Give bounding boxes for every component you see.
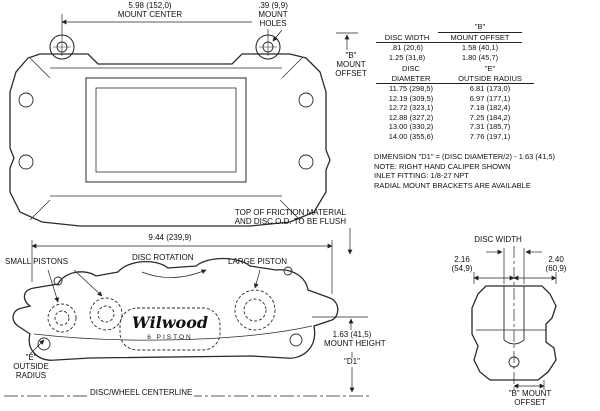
e-radius-table: DISC "E" DIAMETER OUTSIDE RADIUS 11.75 (… bbox=[376, 64, 534, 141]
table-row: 14.00 (355,6) 7.76 (197,1) bbox=[376, 132, 534, 142]
note-line: RADIAL MOUNT BRACKETS ARE AVAILABLE bbox=[374, 180, 531, 190]
end-view-drawing bbox=[471, 285, 557, 381]
col-diameter: DIAMETER bbox=[376, 74, 446, 84]
wilwood-logo: Wilwood bbox=[131, 313, 209, 332]
cell: 1.25 (31,8) bbox=[388, 52, 426, 62]
cell: 1.80 (45,7) bbox=[461, 52, 499, 62]
table-row: DISC "E" bbox=[376, 64, 534, 74]
table-row: 11.75 (298,5) 6.81 (173,0) bbox=[376, 84, 534, 94]
notes-block: DIMENSION "D1" = (DISC DIAMETER/2) - 1.6… bbox=[374, 152, 555, 190]
col-mount-offset: MOUNT OFFSET bbox=[438, 33, 522, 43]
cell: 11.75 (298,5) bbox=[388, 84, 434, 93]
b-offset-label-3: OFFSET bbox=[335, 69, 367, 78]
left-offset-dim-mm: (54,9) bbox=[451, 264, 473, 273]
e-radius-label-2: OUTSIDE bbox=[13, 362, 49, 371]
b-offset-label-1: "B" bbox=[345, 51, 357, 60]
centerline-label: DISC/WHEEL CENTERLINE bbox=[88, 388, 195, 398]
cell: 7.31 (185,7) bbox=[469, 122, 511, 131]
b-table-title: "B" bbox=[438, 22, 522, 33]
mount-holes-label-2: HOLES bbox=[252, 19, 294, 29]
mount-holes-label-1: MOUNT bbox=[252, 10, 294, 20]
side-view-drawing bbox=[12, 257, 339, 361]
large-piston-label: LARGE PISTON bbox=[228, 257, 287, 266]
cell: 1.58 (40,1) bbox=[461, 43, 499, 52]
table-row: 12.72 (323,1) 7.18 (182,4) bbox=[376, 103, 534, 113]
note-line: INLET FITTING: 1/8-27 NPT bbox=[374, 171, 469, 181]
d1-label: "D1" bbox=[330, 357, 374, 367]
mount-height-label: MOUNT HEIGHT bbox=[322, 339, 386, 349]
mount-height-dim: 1.63 (41,5) bbox=[326, 330, 378, 340]
cell: 7.18 (182,4) bbox=[469, 103, 511, 112]
wilwood-logo-sub: 6 PISTON bbox=[147, 334, 193, 341]
cell: 12.19 (309,5) bbox=[388, 93, 434, 103]
col-disc: DISC bbox=[402, 64, 420, 73]
note-line: DIMENSION "D1" = (DISC DIAMETER/2) - 1.6… bbox=[374, 152, 555, 161]
left-offset-dim: 2.16 bbox=[454, 255, 470, 264]
col-outside-radius: OUTSIDE RADIUS bbox=[446, 74, 534, 84]
cell: 6.97 (177,1) bbox=[469, 93, 511, 103]
table-row: "B" bbox=[376, 22, 522, 33]
table-row: 12.88 (327,2) 7.25 (184,2) bbox=[376, 113, 534, 123]
right-offset-dim: 2.40 bbox=[548, 255, 564, 264]
b-offset-table: "B" DISC WIDTH MOUNT OFFSET .81 (20,6) 1… bbox=[376, 22, 522, 62]
e-radius-label-3: RADIUS bbox=[15, 371, 47, 380]
mount-center-label: MOUNT CENTER bbox=[105, 10, 195, 20]
table-row: DISC WIDTH MOUNT OFFSET bbox=[376, 33, 522, 43]
flush-note-line-1: TOP OF FRICTION MATERIAL bbox=[234, 208, 346, 217]
end-view-dimensions bbox=[473, 246, 557, 402]
col-disc-width: DISC WIDTH bbox=[376, 33, 438, 43]
table-row: DIAMETER OUTSIDE RADIUS bbox=[376, 74, 534, 84]
mount-center-dim: 5.98 (152,0) bbox=[105, 1, 195, 11]
disc-width-label: DISC WIDTH bbox=[455, 235, 541, 245]
flush-note-line-2: AND DISC O.D. TO BE FLUSH bbox=[234, 217, 346, 226]
small-pistons-label: SMALL PISTONS bbox=[5, 257, 69, 266]
disc-rotation-label: DISC ROTATION bbox=[132, 253, 194, 262]
mount-holes-dim: .39 (9,9) bbox=[248, 1, 298, 11]
cell: 14.00 (355,6) bbox=[388, 131, 434, 141]
cell: 13.00 (330,2) bbox=[388, 122, 434, 131]
b-offset-label-2: MOUNT bbox=[336, 60, 366, 69]
table-row: 12.19 (309,5) 6.97 (177,1) bbox=[376, 94, 534, 104]
cell: .81 (20,6) bbox=[390, 43, 424, 52]
b-mount-offset-label-1: "B" MOUNT bbox=[498, 389, 562, 399]
e-radius-label-1: "E" bbox=[25, 353, 37, 362]
note-line: NOTE: RIGHT HAND CALIPER SHOWN bbox=[374, 161, 511, 171]
cell: 12.88 (327,2) bbox=[388, 112, 434, 122]
b-mount-offset-label-2: OFFSET bbox=[498, 398, 562, 408]
overall-width-dim: 9.44 (239,9) bbox=[120, 233, 220, 243]
cell: 7.25 (184,2) bbox=[469, 112, 511, 122]
right-offset-dim-mm: (60,9) bbox=[545, 264, 567, 273]
cell: 12.72 (323,1) bbox=[388, 103, 434, 112]
cell: 7.76 (197,1) bbox=[469, 131, 511, 141]
table-row: 13.00 (330,2) 7.31 (185,7) bbox=[376, 122, 534, 132]
table-row: .81 (20,6) 1.58 (40,1) bbox=[376, 43, 522, 53]
top-view-drawing bbox=[9, 34, 331, 227]
col-e-title: "E" bbox=[484, 64, 496, 73]
table-row: 1.25 (31,8) 1.80 (45,7) bbox=[376, 53, 522, 63]
cell: 6.81 (173,0) bbox=[469, 84, 511, 93]
